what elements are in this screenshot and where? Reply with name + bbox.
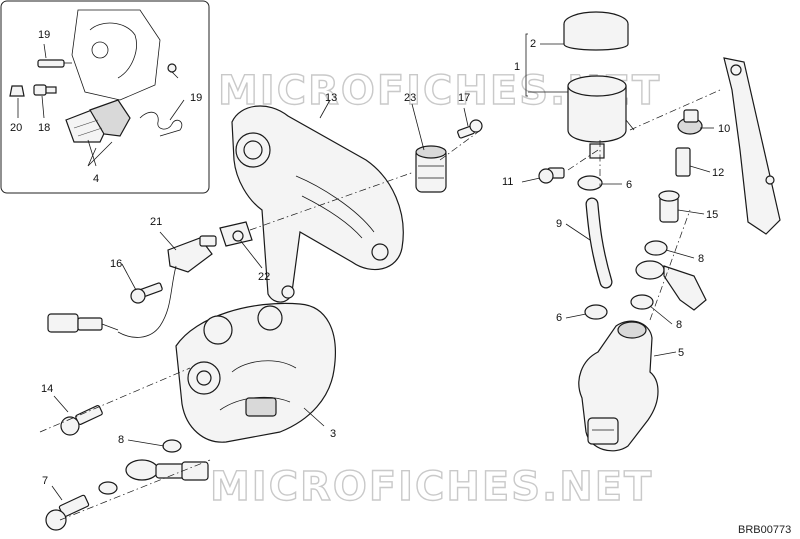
callout-17: 17 — [458, 92, 470, 104]
bolt-14 — [60, 405, 103, 436]
bolt-16 — [130, 282, 163, 304]
washer-8-caliper-lower — [98, 481, 118, 495]
brake-caliper-3 — [175, 302, 336, 443]
callout-2: 2 — [530, 38, 536, 50]
callout-19-clip: 19 — [190, 92, 202, 104]
bleed-cap-10 — [677, 109, 703, 135]
callout-22: 22 — [258, 271, 270, 283]
callout-1: 1 — [514, 61, 520, 73]
clamp-6-lower — [584, 304, 608, 320]
inset-brake-pads-box — [0, 0, 210, 194]
callout-6-upper: 6 — [626, 179, 632, 191]
callout-labels: 19 19 20 18 4 13 23 17 21 16 22 14 3 8 7… — [10, 29, 730, 487]
callout-5: 5 — [678, 347, 684, 359]
callout-8-right-upper: 8 — [698, 253, 704, 265]
diagram-reference-code: BRB00773 — [738, 524, 791, 536]
bolt-11 — [538, 167, 565, 184]
bolt-17 — [457, 119, 483, 139]
banjo-bolt-7 — [45, 494, 90, 531]
speed-sensor-21 — [117, 235, 217, 338]
callout-4: 4 — [93, 173, 99, 185]
cap-20 — [9, 85, 25, 97]
sensor-connector — [47, 313, 119, 333]
callout-8-right-lower: 8 — [676, 319, 682, 331]
callout-19-pin: 19 — [38, 29, 50, 41]
washer-22 — [219, 221, 253, 247]
washer-8-caliper-upper — [162, 439, 182, 453]
banjo-fitting — [125, 459, 209, 481]
mounting-plate — [723, 57, 781, 235]
callout-15: 15 — [706, 209, 718, 221]
callout-6-lower: 6 — [556, 312, 562, 324]
master-cylinder-5 — [578, 320, 659, 452]
clamp-6-upper — [577, 175, 603, 191]
banjo-bolt-15 — [658, 190, 680, 223]
callout-16: 16 — [110, 258, 122, 270]
spring-clip-19 — [139, 111, 183, 137]
callout-14: 14 — [41, 383, 53, 395]
banjo-right — [635, 260, 707, 311]
watermark-bottom: MICROFICHES.NET — [210, 464, 653, 510]
callout-9: 9 — [556, 218, 562, 230]
washer-8-right-lower — [630, 294, 654, 310]
caliper-bracket-13 — [231, 105, 404, 303]
callout-20: 20 — [10, 122, 22, 134]
union-12 — [675, 147, 691, 177]
washer-8-right-upper — [644, 240, 668, 256]
damper-23 — [415, 145, 447, 193]
callout-11: 11 — [502, 176, 513, 188]
bleed-screw-18 — [33, 84, 57, 96]
callout-12: 12 — [712, 167, 724, 179]
callout-3: 3 — [330, 428, 336, 440]
callout-21: 21 — [150, 216, 162, 228]
callout-8-caliper: 8 — [118, 434, 124, 446]
brake-pads-4 — [65, 99, 131, 143]
pin-19 — [37, 59, 72, 68]
callout-18: 18 — [38, 122, 50, 134]
callout-7: 7 — [42, 475, 48, 487]
callout-23: 23 — [404, 92, 416, 104]
fluid-reservoir-1 — [563, 11, 635, 159]
callout-10: 10 — [718, 123, 730, 135]
leader-lines — [51, 33, 714, 501]
callout-13: 13 — [325, 92, 337, 104]
